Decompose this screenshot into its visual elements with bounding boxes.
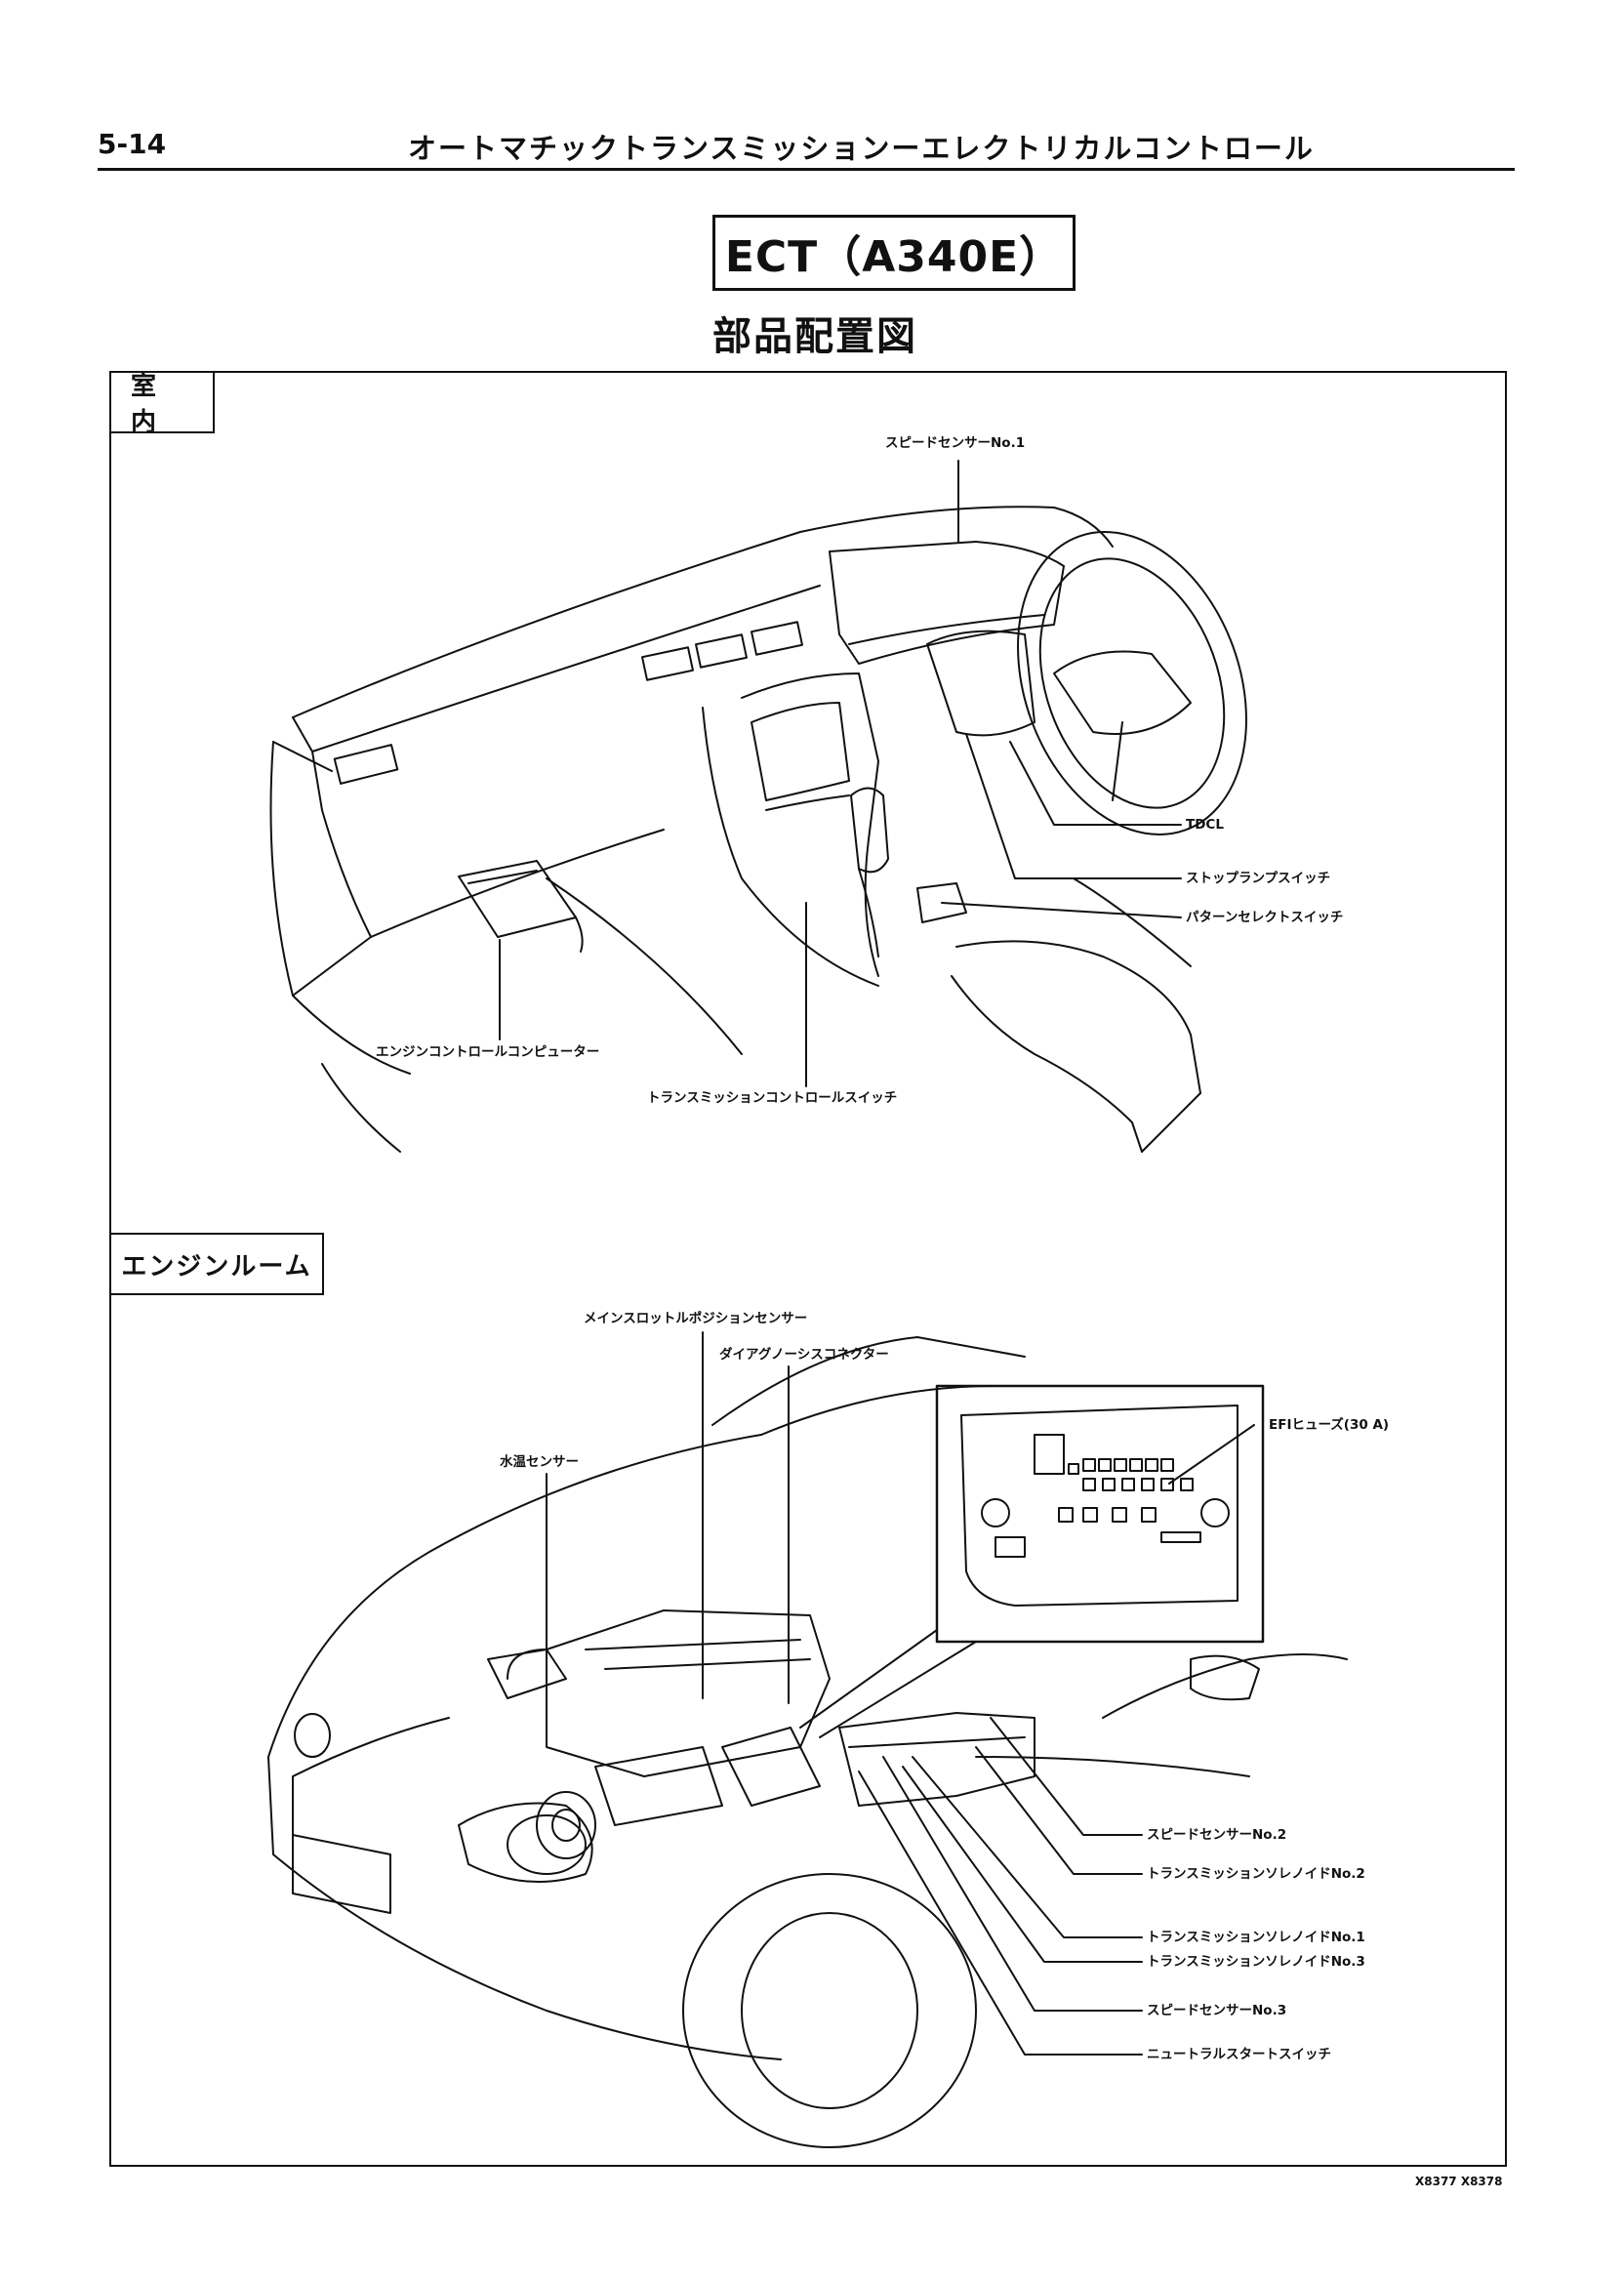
label-transmission-control-switch: トランスミッションコントロールスイッチ <box>647 1090 898 1106</box>
label-speed-sensor-1: スピードセンサーNo.1 <box>885 435 1026 451</box>
label-solenoid-3: トランスミッションソレノイドNo.3 <box>1147 1954 1365 1970</box>
label-diagnosis-connector: ダイアグノーシスコネクター <box>719 1347 889 1363</box>
section-label-engine-room: エンジンルーム <box>109 1233 324 1295</box>
figure-title: ECT（A340E） <box>712 215 1076 291</box>
engine-room-drawing <box>267 1331 1348 2148</box>
figure-codes: X8377 X8378 <box>1415 2175 1503 2188</box>
label-solenoid-2: トランスミッションソレノイドNo.2 <box>1147 1866 1365 1882</box>
section-title: オートマチックトランスミッションーエレクトリカルコントロール <box>408 132 1315 165</box>
label-water-temp-sensor: 水温センサー <box>500 1454 579 1470</box>
label-neutral-start-switch: ニュートラルスタートスイッチ <box>1147 2047 1331 2062</box>
section-label-interior: 室内 <box>109 371 215 437</box>
label-pattern-select-switch: パターンセレクトスイッチ <box>1186 910 1344 925</box>
figure-subtitle: 部品配置図 <box>712 314 917 359</box>
page-number: 5-14 <box>98 128 167 160</box>
label-speed-sensor-3: スピードセンサーNo.3 <box>1147 2003 1287 2018</box>
label-tdcl: TDCL <box>1186 817 1224 833</box>
label-solenoid-1: トランスミッションソレノイドNo.1 <box>1147 1930 1365 1945</box>
dashboard-drawing <box>269 460 1247 1153</box>
header-rule <box>98 168 1515 171</box>
label-efi-fuse: EFIヒューズ(30 A) <box>1269 1417 1390 1433</box>
label-throttle-position-sensor: メインスロットルポジションセンサー <box>584 1311 808 1326</box>
label-speed-sensor-2: スピードセンサーNo.2 <box>1147 1827 1287 1843</box>
label-engine-control-computer: エンジンコントロールコンピューター <box>376 1044 600 1060</box>
label-stop-lamp-switch: ストップランプスイッチ <box>1186 871 1331 886</box>
